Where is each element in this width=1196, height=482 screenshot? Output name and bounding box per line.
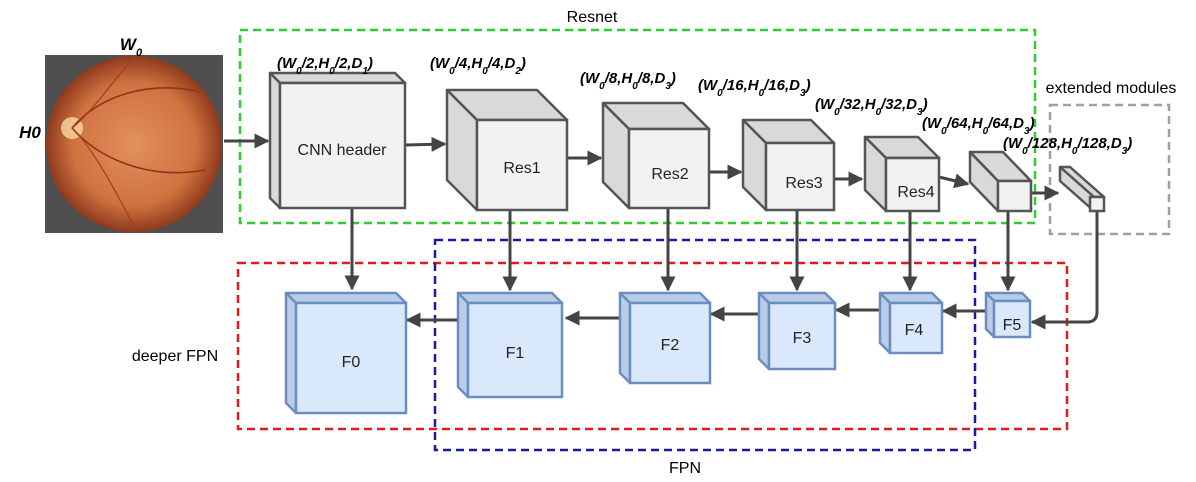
resnet-label: Resnet: [567, 9, 618, 26]
f0-block: F0: [284, 291, 408, 415]
dim-res3: (W0/16,H0/16,D3): [698, 77, 811, 99]
dim-ext1: (W0/64,H0/64,D3): [922, 115, 1035, 137]
width-label: W0: [120, 35, 143, 59]
dim-cnn: (W0/2,H0/2,D1): [277, 55, 373, 77]
cnn-header-block: CNN header: [268, 71, 407, 210]
deeper-fpn-frame: [236, 261, 1069, 431]
f5-block: F5: [984, 291, 1032, 339]
arrow-cnn-res1: [405, 136, 447, 152]
res1-label: Res1: [503, 160, 540, 177]
resnet-frame: [238, 28, 1037, 225]
dim-res4: (W0/32,H0/32,D3): [815, 96, 928, 118]
dim-res1: (W0/4,H0/4,D2): [430, 55, 526, 77]
dim-ext2: (W0/128,H0/128,D3): [1003, 135, 1132, 157]
res4-block: Res4: [863, 135, 941, 213]
f5-label: F5: [1003, 317, 1022, 334]
height-label: H0: [19, 123, 41, 142]
arrow-res4-ext1: [938, 173, 970, 189]
extended-block-1: [968, 150, 1033, 213]
extended-modules-label: extended modules: [1046, 80, 1177, 97]
f1-block: F1: [456, 291, 564, 399]
f3-label: F3: [793, 330, 812, 347]
extended-modules-frame: [1048, 103, 1171, 236]
fundus-image: [45, 55, 223, 233]
res4-label: Res4: [897, 184, 934, 201]
arrow-ext2-f5: [1030, 210, 1099, 330]
res2-label: Res2: [651, 166, 688, 183]
res3-block: Res3: [741, 118, 836, 212]
cnn-header-label: CNN header: [298, 142, 388, 159]
f1-label: F1: [506, 345, 525, 362]
f2-block: F2: [618, 291, 712, 385]
f3-block: F3: [757, 291, 837, 371]
res2-block: Res2: [601, 101, 711, 210]
dim-res2: (W0/8,H0/8,D3): [580, 70, 676, 92]
f0-label: F0: [342, 354, 361, 371]
extended-block-2: [1058, 165, 1106, 213]
connections: [224, 133, 1099, 330]
fpn-label: FPN: [669, 460, 701, 477]
f4-label: F4: [905, 322, 924, 339]
deeper-fpn-label: deeper FPN: [132, 348, 218, 365]
f2-label: F2: [661, 337, 680, 354]
fpn-frame: [433, 238, 977, 452]
f4-block: F4: [878, 291, 944, 355]
res1-block: Res1: [445, 88, 569, 212]
res3-label: Res3: [785, 175, 822, 192]
